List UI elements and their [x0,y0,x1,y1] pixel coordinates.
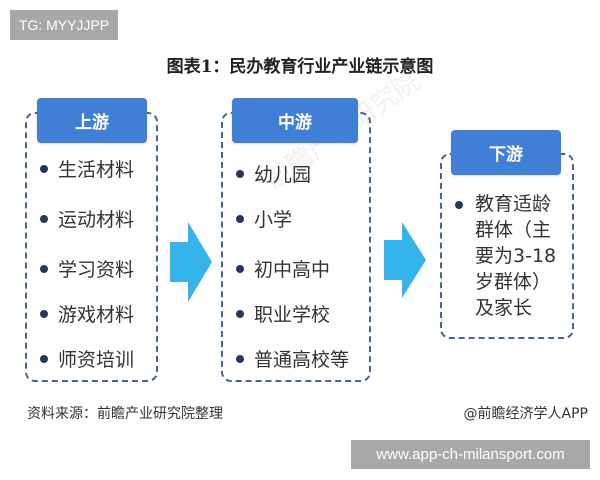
upstream-item: 运动材料 [40,205,134,232]
midstream-item: 小学 [236,205,292,232]
midstream-item: 职业学校 [236,300,330,327]
tg-watermark-badge: TG: MYYJJPP [10,10,118,40]
bullet-icon [236,354,244,363]
midstream-item: 初中高中 [236,255,330,282]
bullet-icon [40,164,48,173]
upstream-item: 师资培训 [40,345,134,372]
midstream-item: 普通高校等 [236,345,349,372]
upstream-header: 上游 [37,98,147,143]
arrow-right-icon [170,222,212,302]
midstream-item: 幼儿园 [236,160,311,187]
bullet-icon [236,169,244,178]
bullet-icon [40,309,48,318]
upstream-item: 学习资料 [40,255,134,282]
bullet-icon [236,214,244,223]
bullet-icon [40,264,48,273]
url-watermark-badge: www.app-ch-milansport.com [351,440,590,469]
bullet-icon [236,309,244,318]
bullet-icon [40,214,48,223]
midstream-box [221,112,371,382]
credit-note: @前瞻经济学人APP [463,406,588,422]
downstream-item: 教育适龄群体（主要为3-18岁群体）及家长 [455,191,567,321]
upstream-item: 生活材料 [40,155,134,182]
diagram-title: 图表1：民办教育行业产业链示意图 [166,57,434,77]
upstream-item: 游戏材料 [40,300,134,327]
arrow-right-icon [384,222,426,298]
upstream-box [25,112,158,382]
bullet-icon [236,264,244,273]
bullet-icon [40,354,48,363]
source-note: 资料来源：前瞻产业研究院整理 [27,406,223,422]
bullet-icon [455,201,463,209]
downstream-header: 下游 [451,130,561,175]
midstream-header: 中游 [232,98,358,143]
